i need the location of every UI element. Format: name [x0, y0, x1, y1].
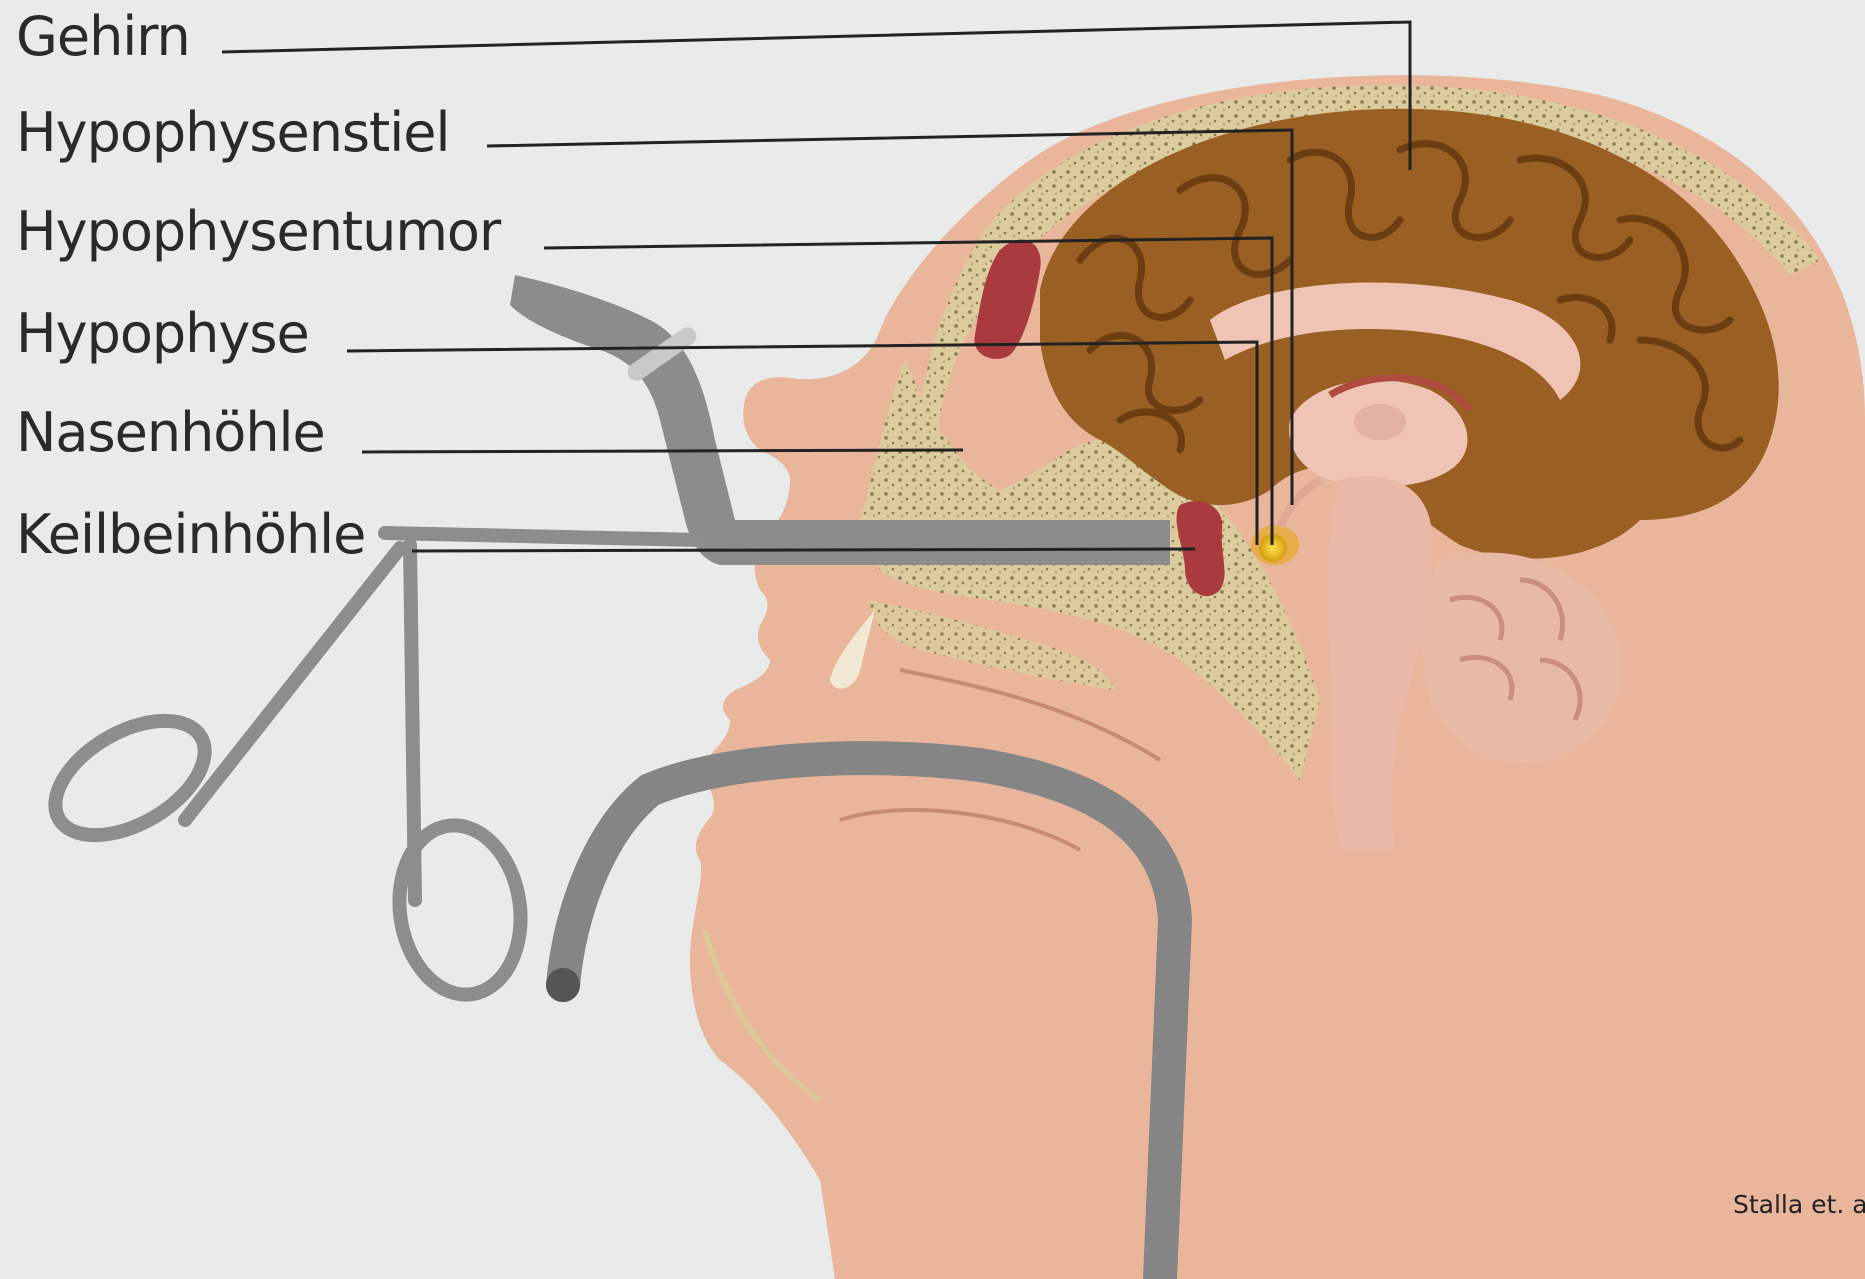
forceps-ring-left [36, 697, 224, 859]
label-gehirn: Gehirn [16, 10, 190, 64]
label-hypophysentumor: Hypophysentumor [16, 205, 500, 259]
label-hypophysenstiel: Hypophysenstiel [16, 106, 449, 160]
thalamus-core [1354, 404, 1406, 440]
leader-keilbeinhoehle [412, 549, 1195, 551]
forceps-ring-right [389, 817, 531, 1002]
leader-nasenhoehle [362, 450, 963, 452]
label-keilbeinhoehle: Keilbeinhöhle [16, 508, 365, 562]
label-hypophyse: Hypophyse [16, 307, 309, 361]
image-credit: Stalla et. al [1733, 1190, 1865, 1219]
label-nasenhoehle: Nasenhöhle [16, 406, 325, 460]
suction-tube-end [546, 968, 580, 1002]
